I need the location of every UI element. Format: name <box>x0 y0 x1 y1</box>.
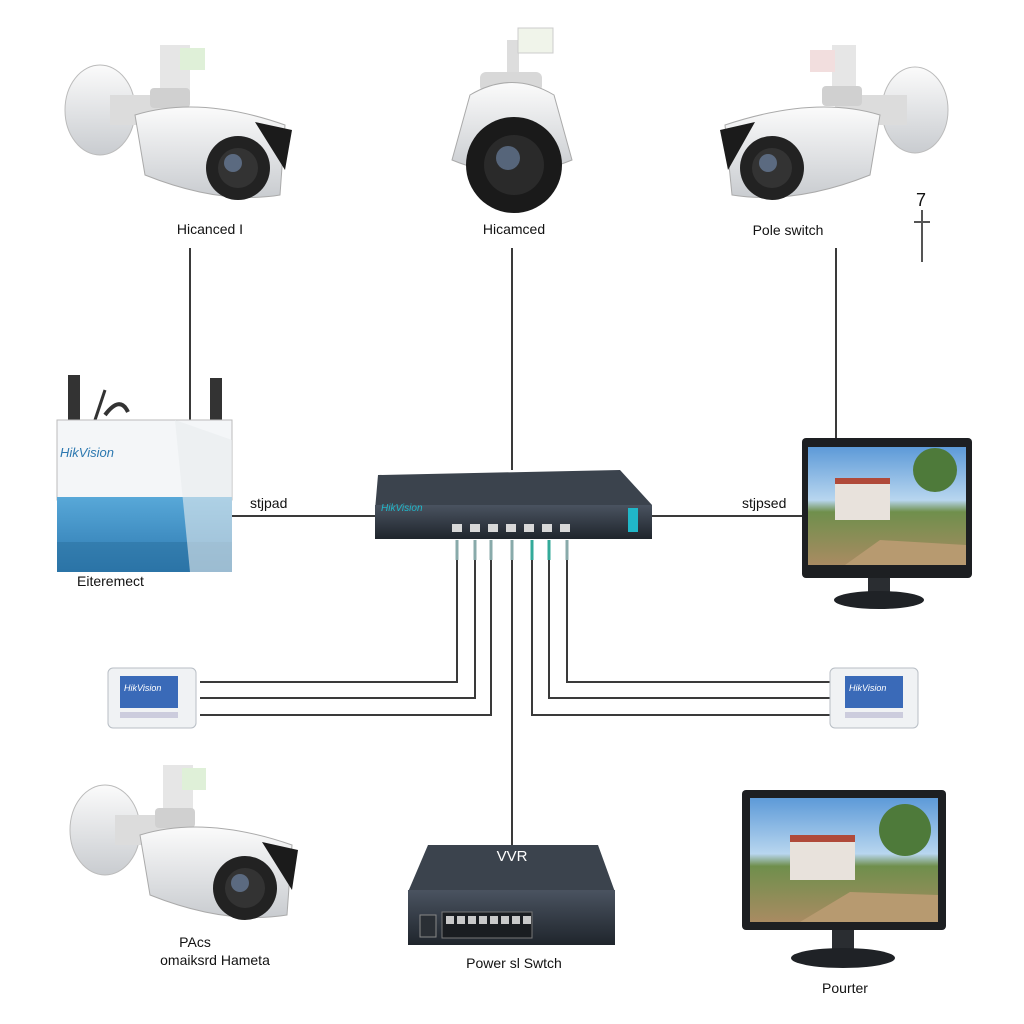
main-switch <box>375 470 652 560</box>
line-port-to-panel-right-3 <box>531 560 830 716</box>
line-port-to-panel-right-2 <box>548 560 830 699</box>
label-link-right: stjpsed <box>742 495 787 511</box>
camera-bottom-left <box>69 765 298 920</box>
label-camera-top-center: Hicamced <box>482 221 546 237</box>
line-port-to-panel-right-1 <box>566 560 830 683</box>
label-router-brand: HikVision <box>60 445 114 460</box>
label-panel-left-brand: HikVision <box>124 683 162 693</box>
camera-top-right <box>720 45 949 200</box>
line-port-to-panel-left-1 <box>200 560 458 683</box>
label-panel-right-brand: HikVision <box>849 683 887 693</box>
router <box>56 375 233 572</box>
antenna-mark-right <box>914 210 930 262</box>
label-camera-top-right: Pole switch <box>752 222 824 238</box>
monitor-bottom-right <box>742 790 946 968</box>
camera-top-center <box>451 27 573 213</box>
label-link-left: stjpad <box>250 495 288 511</box>
connection-lines <box>189 248 837 846</box>
label-monitor-bottom-caption: Pourter <box>822 980 868 996</box>
label-side-mark-right: 7 <box>916 190 927 210</box>
camera-top-left <box>64 45 292 200</box>
label-nvr-top: VVR <box>496 848 528 865</box>
line-port-to-panel-left-2 <box>200 560 476 699</box>
nvr-device <box>408 845 615 945</box>
label-camera-top-left: Hicanced I <box>176 221 244 237</box>
panel-right <box>829 667 919 729</box>
line-port-to-panel-left-3 <box>200 560 492 716</box>
monitor-right <box>802 438 972 609</box>
label-nvr-caption: Power sl Swtch <box>466 955 562 971</box>
panel-left <box>107 667 197 729</box>
label-router-caption: Eiteremect <box>77 573 144 589</box>
label-switch-brand: HikVision <box>381 503 423 514</box>
label-camera-bottom-left-line2: omaiksrd Hameta <box>160 952 270 968</box>
label-camera-bottom-left-line1: PAcs <box>179 934 211 950</box>
